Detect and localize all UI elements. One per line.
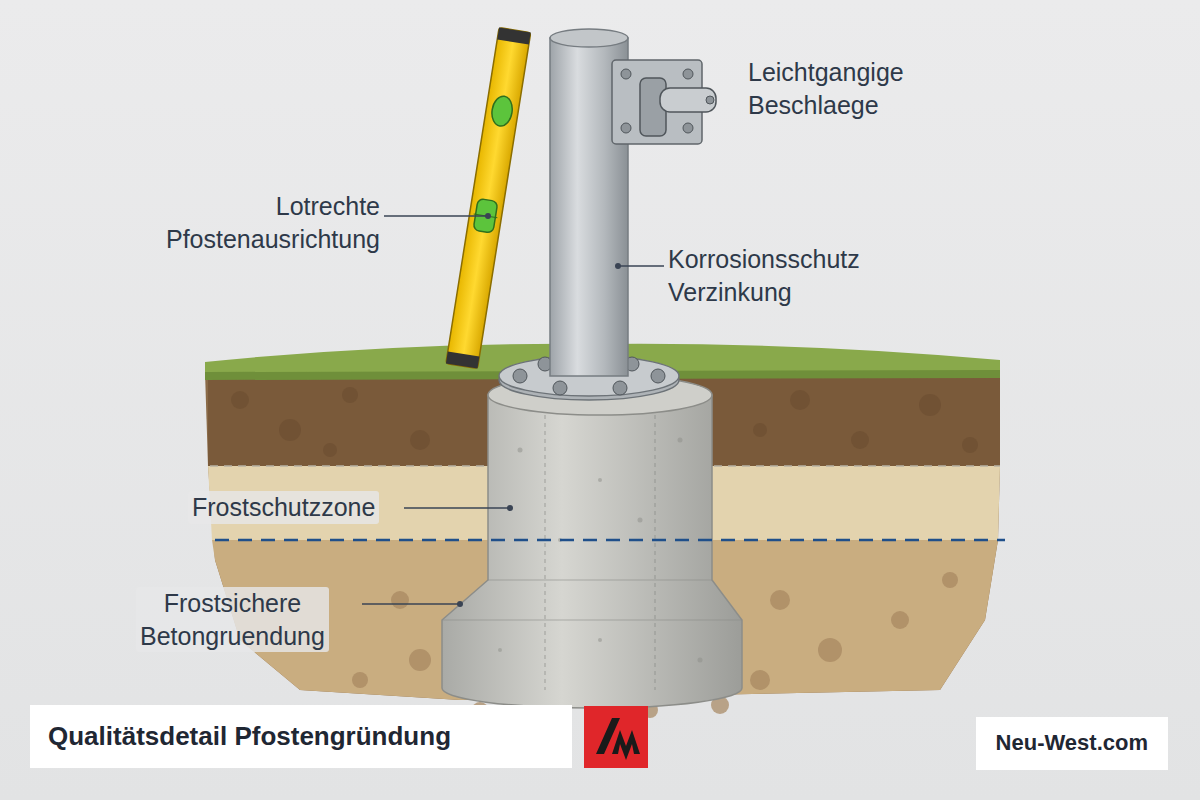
- callout-label: Frostsichere Betongruendung: [136, 587, 329, 652]
- callout-label: Leichtgangige Beschlaege: [748, 56, 904, 121]
- brand-label: Neu-West.com: [976, 717, 1168, 770]
- callout-label: Frostschutzzone: [188, 491, 379, 524]
- callout-label: Lotrechte Pfostenausrichtung: [166, 190, 380, 255]
- title-box: Qualitätsdetail Pfostengründung: [30, 705, 572, 768]
- callout-label: Korrosionsschutz Verzinkung: [668, 243, 860, 308]
